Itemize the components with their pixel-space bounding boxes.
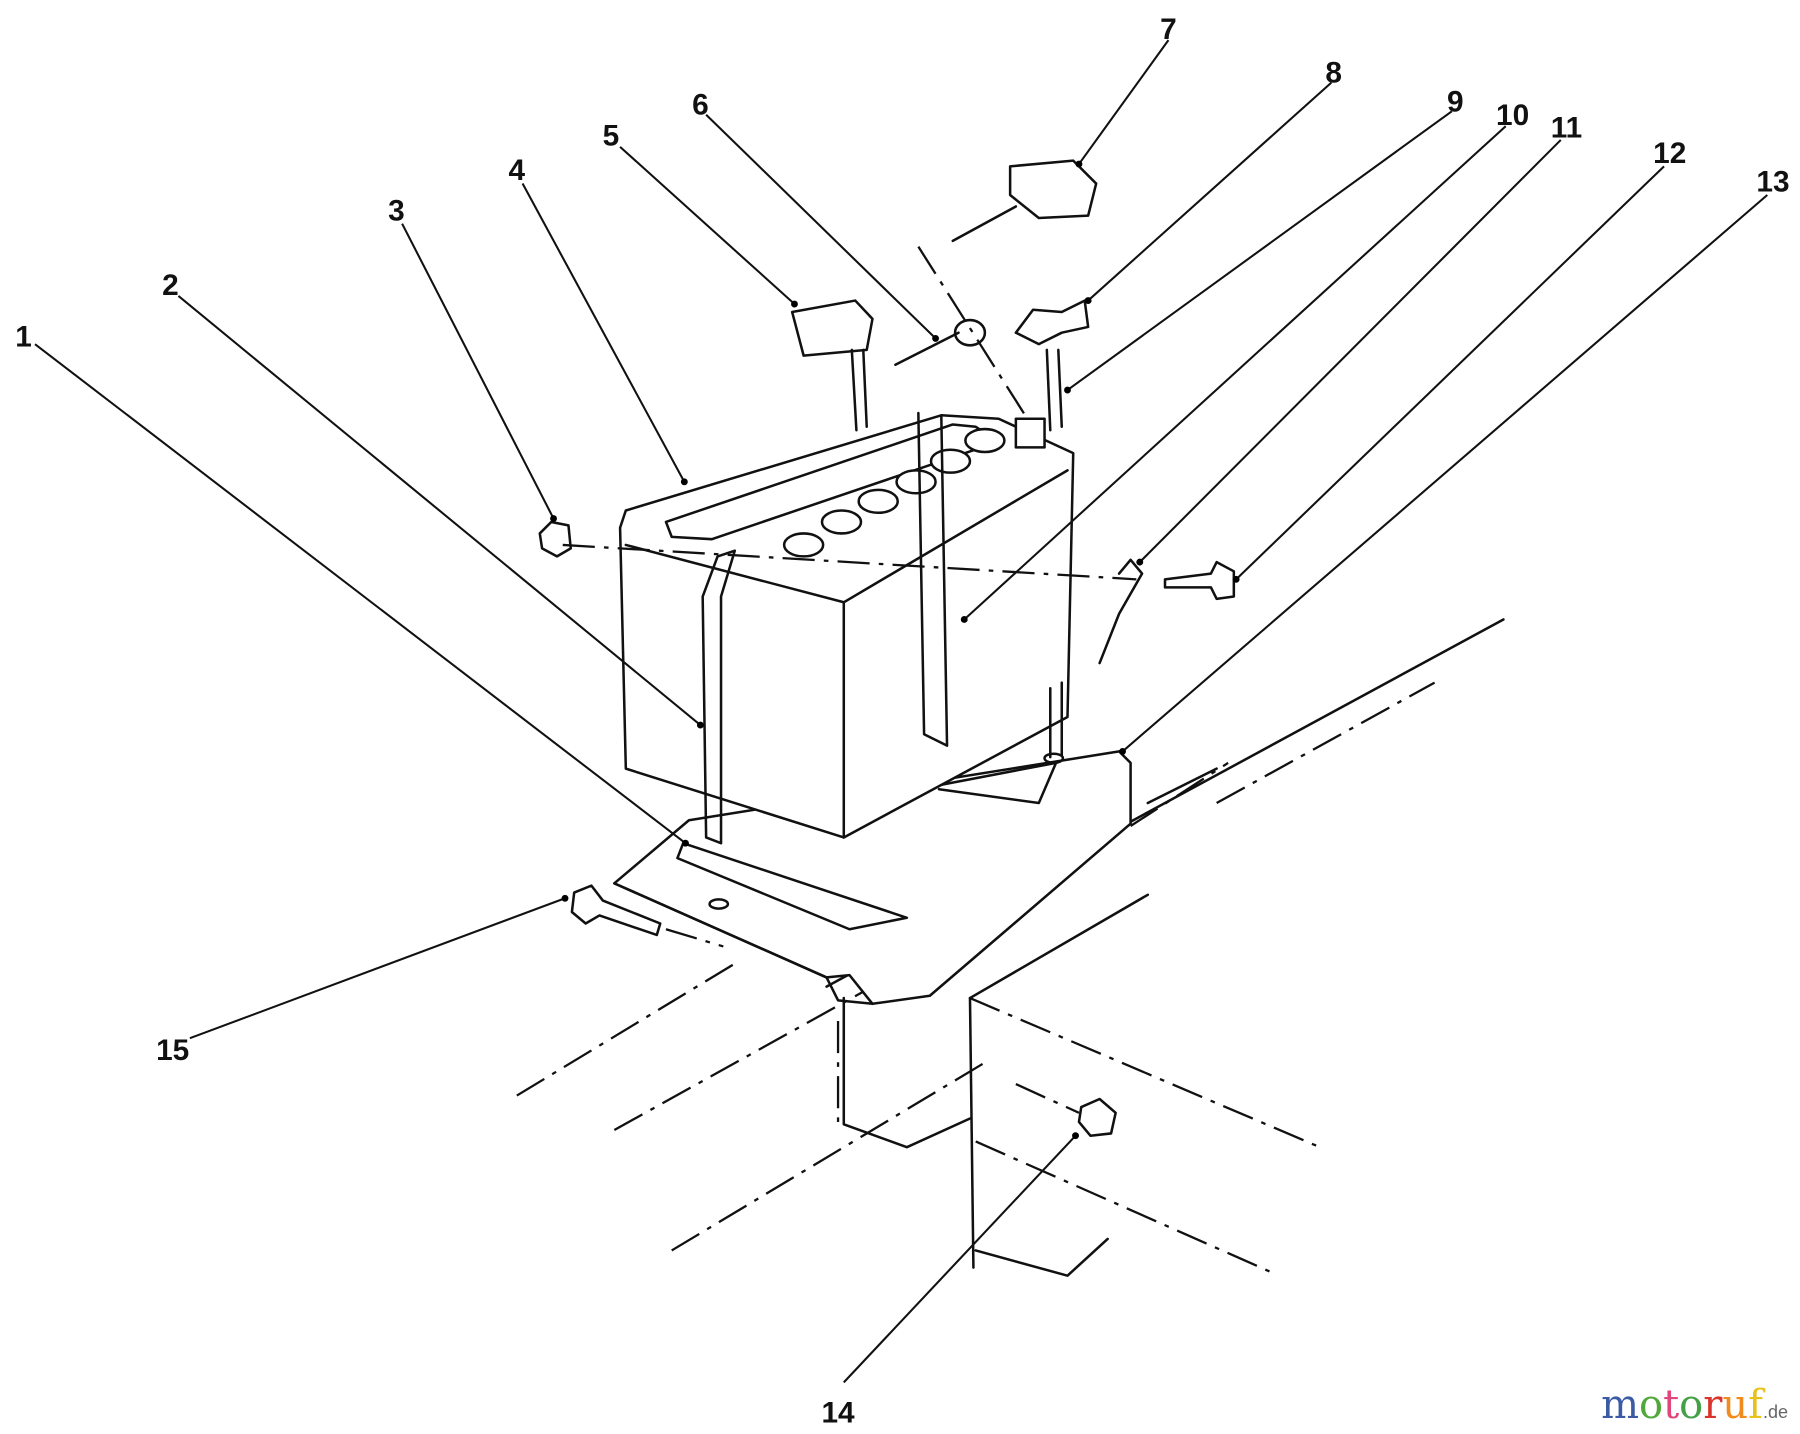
callout-number-2: 2 <box>162 269 179 302</box>
leader-line-15 <box>189 897 566 1040</box>
watermark-letter: m <box>1601 1382 1639 1428</box>
leader-line-9 <box>1066 110 1453 391</box>
bolt-12 <box>1163 560 1236 601</box>
leader-dot-7 <box>1075 160 1083 168</box>
leader-line-11 <box>1139 139 1562 563</box>
cable-end-6 <box>894 246 1029 420</box>
leader-dot-1 <box>682 839 689 847</box>
bolt-9 <box>1045 348 1064 432</box>
leader-line-1 <box>34 343 687 845</box>
cable-11 <box>1098 558 1144 665</box>
watermark-logo: motoruf.de <box>1601 1382 1788 1428</box>
leader-dot-3 <box>550 515 557 522</box>
battery <box>618 411 1075 845</box>
callout-number-8: 8 <box>1325 57 1342 90</box>
leader-dot-12 <box>1232 575 1240 583</box>
callout-number-7: 7 <box>1160 13 1177 46</box>
callout-number-15: 15 <box>156 1034 189 1067</box>
leader-dot-6 <box>932 334 940 342</box>
watermark-letter: t <box>1663 1382 1680 1428</box>
leader-dot-10 <box>960 616 968 623</box>
leader-dot-8 <box>1084 297 1092 305</box>
nut-14 <box>1077 1097 1117 1137</box>
watermark-letter: f <box>1748 1382 1763 1428</box>
callout-number-1: 1 <box>15 320 32 353</box>
watermark-letter: u <box>1722 1382 1749 1428</box>
callout-number-4: 4 <box>509 154 526 187</box>
terminal-boot-5 <box>790 299 874 432</box>
callout-number-3: 3 <box>388 194 405 227</box>
callout-number-9: 9 <box>1447 85 1464 118</box>
leader-line-13 <box>1121 194 1768 753</box>
leader-dot-11 <box>1136 558 1144 566</box>
leader-line-14 <box>843 1135 1077 1384</box>
wing-nut-8 <box>1014 299 1090 346</box>
leader-dot-13 <box>1119 747 1126 755</box>
leader-dot-9 <box>1064 386 1071 394</box>
callout-number-14: 14 <box>821 1397 855 1430</box>
bolt-15 <box>570 884 662 937</box>
callout-number-5: 5 <box>603 120 620 153</box>
terminal-boot-7 <box>951 159 1098 243</box>
leader-line-7 <box>1078 39 1170 165</box>
leader-dot-5 <box>791 300 798 308</box>
nut-3 <box>538 520 573 558</box>
leader-line-4 <box>521 183 686 483</box>
watermark-letter: r <box>1703 1382 1723 1428</box>
callout-number-10: 10 <box>1496 99 1529 132</box>
callout-number-6: 6 <box>692 89 709 122</box>
callout-number-11: 11 <box>1551 112 1583 145</box>
leader-dot-2 <box>696 721 704 729</box>
leader-dot-4 <box>680 478 688 486</box>
leader-line-12 <box>1235 165 1665 581</box>
leader-dot-15 <box>561 894 569 902</box>
watermark-letter: o <box>1639 1382 1664 1428</box>
watermark-suffix: .de <box>1762 1402 1788 1422</box>
leader-line-6 <box>705 113 937 340</box>
callout-number-12: 12 <box>1653 137 1686 170</box>
battery-caps <box>782 427 1006 558</box>
leader-line-10 <box>963 125 1507 621</box>
watermark-letter: o <box>1679 1382 1704 1428</box>
leader-line-8 <box>1087 81 1333 302</box>
leader-line-3 <box>401 223 555 520</box>
leader-line-5 <box>619 146 796 305</box>
callout-number-13: 13 <box>1756 166 1789 199</box>
leader-line-2 <box>177 295 702 726</box>
leader-dot-14 <box>1072 1132 1079 1140</box>
